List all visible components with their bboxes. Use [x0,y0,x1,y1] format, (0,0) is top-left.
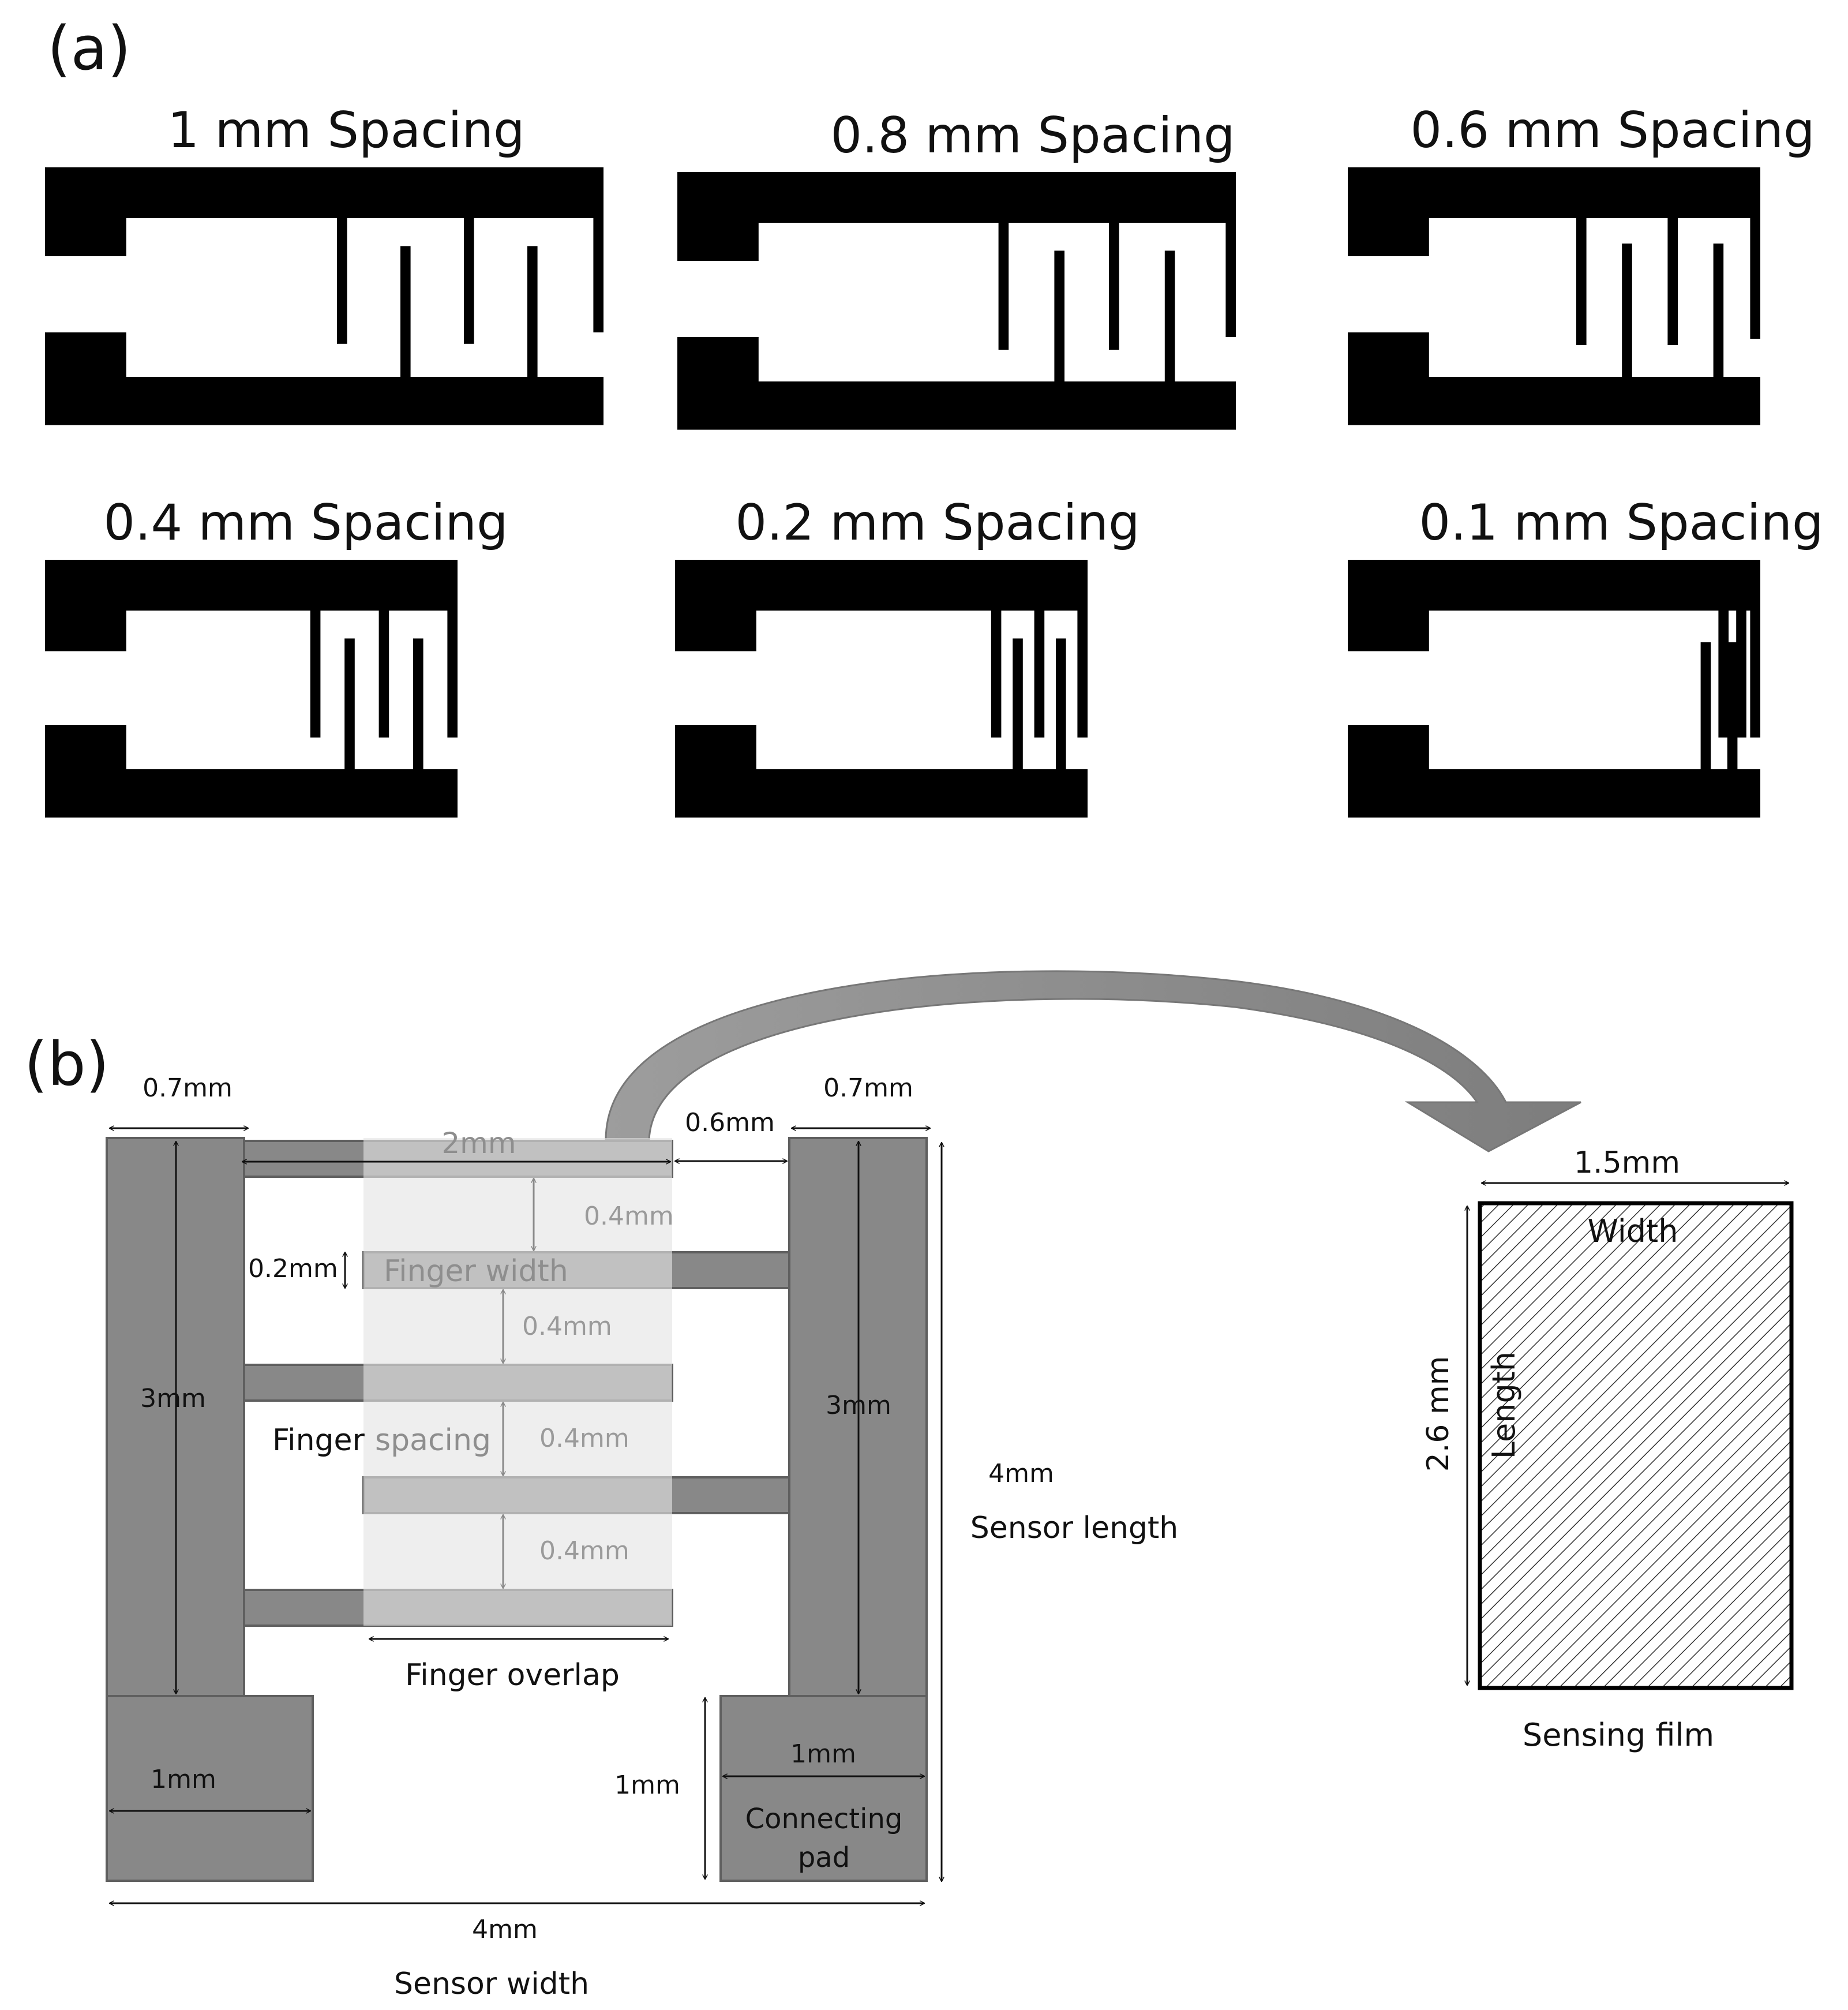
spacing-4-text: 0.4mm [539,1536,629,1566]
film-length-value-text: 2.6 mm [1421,1356,1456,1472]
finger-bottom [1622,244,1632,377]
left-pad-width-text: 1mm [151,1765,216,1794]
sensor-title-5: 0.2 mm Spacing [735,494,1139,552]
electrode-bottom [677,337,1236,430]
finger-top [1576,218,1587,345]
finger-spacing-label-a: Finger [272,1423,365,1458]
finger-top [337,218,347,344]
electrode-bottom [1348,725,1760,818]
sensor-title-1: 1 mm Spacing [167,102,524,159]
electrode-top [675,560,1088,738]
sensor-1mm [45,167,603,425]
sensor-length-label: Sensor length [970,1511,1179,1545]
film-length-label: Length [1486,1352,1522,1459]
right-pad [719,1695,928,1882]
electrode-top [1348,167,1760,339]
finger-top [1718,611,1729,738]
finger-bottom [1727,642,1738,769]
electrode-bottom [45,725,458,818]
sensing-film [1478,1201,1794,1690]
sensor-width-value-text: 4mm [472,1915,538,1944]
connecting-pad-label-2: pad [798,1841,850,1874]
sensor-length-value-text: 4mm [988,1459,1054,1488]
finger-bottom [1056,638,1066,769]
film-labels: Width Length [1486,1213,1678,1459]
electrode-top [1348,560,1760,738]
curved-arrow-icon [605,970,1581,1152]
finger-bottom [1054,250,1064,381]
connecting-pad-label-1: Connecting [745,1803,903,1835]
electrode-bottom [45,332,603,425]
finger-bottom [344,638,355,769]
finger-bottom [1713,244,1724,377]
finger-length-text: 2mm [441,1126,516,1160]
finger-top [991,611,1002,738]
film-width-label: Width [1588,1213,1678,1249]
finger-top [1109,223,1119,350]
panel-b-label: (b) [24,1029,109,1099]
left-rail-width-text: 0.7mm [143,1073,233,1103]
sensor-0.4mm [45,560,458,818]
right-pad-width-text: 1mm [790,1739,856,1769]
finger-overlap-region [363,1138,672,1626]
right-rail-length-text: 3mm [826,1391,891,1420]
finger-top [1736,611,1746,738]
finger-top [310,611,321,738]
finger-bottom [400,246,411,377]
spacing-1-text: 0.4mm [584,1201,674,1231]
sensor-0.2mm [675,560,1088,818]
finger-top [1667,218,1678,345]
panel-a-label: (a) [47,13,131,84]
finger-overlap-label: Finger overlap [405,1658,620,1693]
finger-bottom [413,638,423,769]
finger-width-value-text: 0.2mm [248,1254,338,1283]
finger-top [378,611,389,738]
pad-height-text: 1mm [614,1771,680,1800]
gap-text: 0.6mm [685,1108,775,1137]
right-rail-width-text: 0.7mm [823,1073,913,1103]
left-pad [106,1695,314,1882]
sensor-title-2: 0.8 mm Spacing [830,107,1235,164]
finger-bottom [1700,642,1711,769]
electrode-bottom [675,725,1088,818]
spacing-3-text: 0.4mm [539,1424,629,1453]
electrode-top [45,560,458,738]
finger-bottom [1013,638,1023,769]
sensing-film-label: Sensing film [1523,1717,1714,1753]
finger-width-label: Finger width [384,1254,568,1289]
left-rail-length-text: 3mm [140,1384,206,1413]
electrode-top [677,172,1236,337]
sensor-title-3: 0.6 mm Spacing [1410,102,1815,159]
spacing-2-text: 0.4mm [522,1312,612,1341]
film-width-value-text: 1.5mm [1574,1146,1680,1180]
spacing-dimension-lines [503,1178,534,1588]
finger-spacing-label-b: spacing [375,1423,491,1458]
electrode-top [45,167,603,332]
descriptive-labels: Finger width Finger spacing Finger overl… [272,1254,1178,2001]
finger-bottom [1164,250,1175,381]
electrode-bottom [1348,332,1760,425]
dimension-texts: 0.7mm 0.7mm 0.6mm 2mm 0.4mm 0.2mm 0.4mm … [140,1073,1054,1944]
sensor-0.1mm [1348,560,1760,818]
finger-bottom [527,246,538,377]
sensor-title-4: 0.4 mm Spacing [103,494,508,552]
dimension-lines [110,1128,942,1903]
sensor-0.8mm [677,172,1236,430]
finger-top [464,218,474,344]
sensor-width-label: Sensor width [394,1967,589,2001]
sensor-0.6mm [1348,167,1760,425]
sensor-title-6: 0.1 mm Spacing [1419,494,1823,552]
finger-top [998,223,1009,350]
finger-top [1034,611,1045,738]
